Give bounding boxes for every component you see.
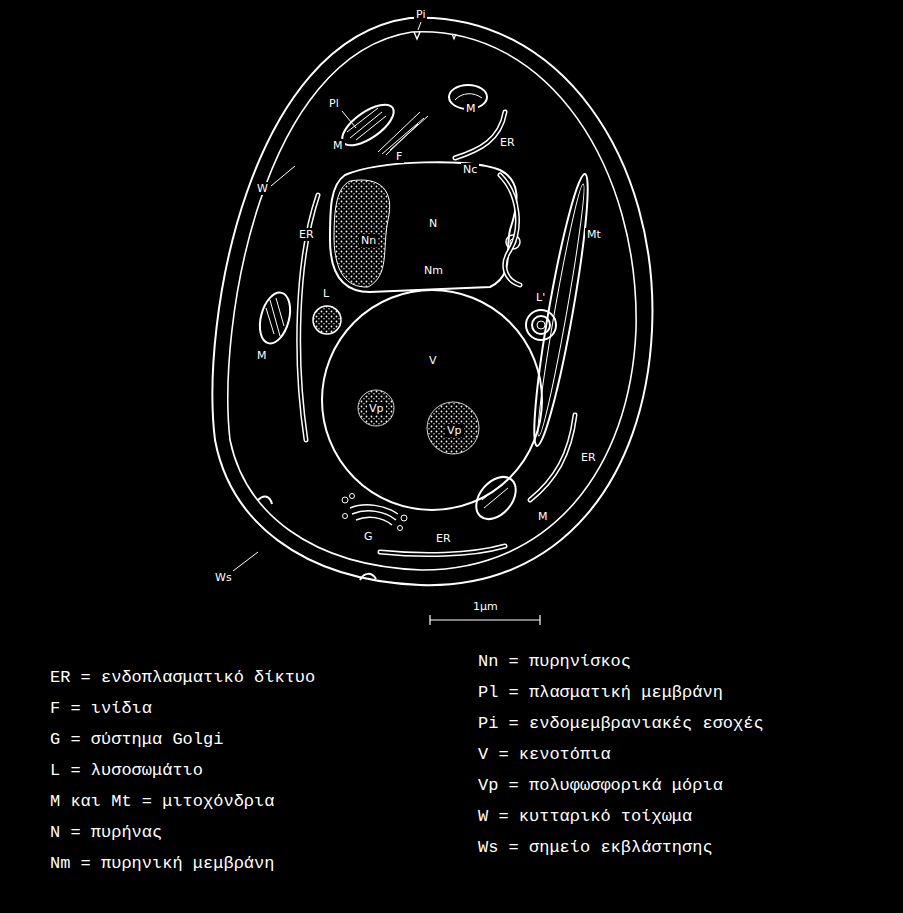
key-entry: Pl = πλασματική μεμβράνη (478, 683, 723, 703)
key-entry: Ws = σημείο εκβλάστησης (478, 838, 713, 858)
part-label: M (331, 139, 345, 152)
key-entry: M και Mt = μιτοχόνδρια (50, 792, 274, 812)
part-label: ER (434, 532, 453, 545)
key-entry: W = κυτταρικό τοίχωμα (478, 807, 692, 827)
part-label: W (255, 182, 270, 195)
part-label: Nn (359, 234, 378, 247)
key-entry: V = κενοτόπια (478, 745, 611, 765)
part-label: F (394, 150, 404, 163)
part-label: ER (579, 451, 598, 464)
scale-label: 1μm (471, 600, 500, 613)
part-label: Vp (367, 402, 386, 415)
part-label: Pi (414, 8, 427, 21)
part-label: Ws (213, 571, 234, 584)
part-label: Mt (585, 228, 603, 241)
key-entry: Nm = πυρηνική μεμβράνη (50, 854, 274, 874)
part-label: Nm (422, 264, 445, 277)
key-entry: G = σύστημα Golgi (50, 730, 223, 750)
part-label: Vp (445, 424, 464, 437)
key-entry: Pi = ενδομεμβρανιακές εσοχές (478, 714, 764, 734)
part-label: M (255, 349, 269, 362)
part-label: L' (534, 291, 547, 304)
key-entry: ER = ενδοπλασματικό δίκτυο (50, 668, 315, 688)
part-label: Nc (461, 163, 479, 176)
part-label: N (427, 217, 439, 230)
key-entry: Nn = πυρηνίσκος (478, 652, 631, 672)
part-label: Pl (327, 97, 341, 110)
key-entry: L = λυσοσωμάτιο (50, 761, 203, 781)
part-label: ER (297, 228, 316, 241)
part-label: G (362, 530, 375, 543)
part-label: L (321, 287, 331, 300)
key-entry: F = ινίδια (50, 699, 152, 719)
key-entry: N = πυρήνας (50, 823, 162, 843)
part-label: ER (498, 136, 517, 149)
part-label: V (427, 354, 439, 367)
key-entry: Vp = πολυφωσφορικά μόρια (478, 776, 723, 796)
part-label: M (536, 510, 550, 523)
part-label: M (464, 102, 478, 115)
